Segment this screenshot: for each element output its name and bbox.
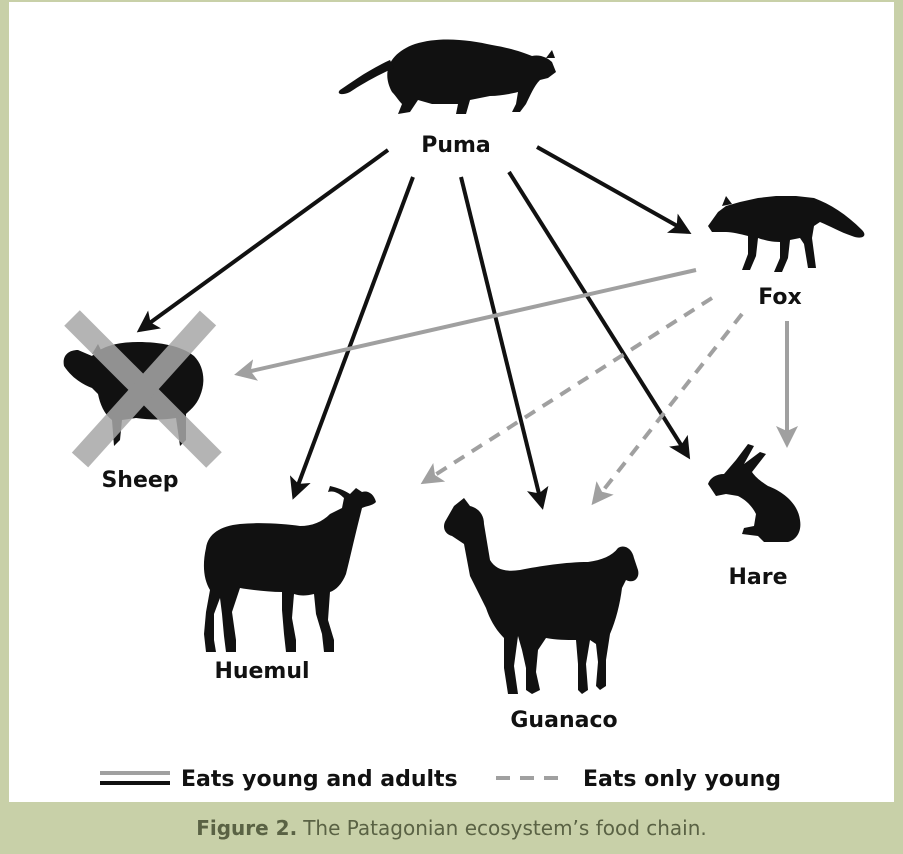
caption-figure-label: Figure 2. [196, 816, 297, 840]
guanaco-icon [444, 498, 638, 694]
legend-solid-label: Eats young and adults [181, 767, 458, 792]
label-huemul: Huemul [214, 659, 309, 684]
caption-text: The Patagonian ecosystem’s food chain. [303, 816, 707, 840]
label-fox: Fox [758, 285, 801, 310]
arrow-puma-to-guanaco [461, 177, 542, 506]
puma-arrows [140, 147, 688, 506]
label-sheep: Sheep [101, 468, 178, 493]
fox-icon [708, 196, 864, 272]
label-guanaco: Guanaco [510, 708, 617, 733]
legend: Eats young and adults Eats only young [100, 767, 781, 792]
arrow-fox-to-huemul [424, 298, 712, 482]
legend-dashed-label: Eats only young [583, 767, 781, 792]
figure-caption: Figure 2. The Patagonian ecosystem’s foo… [0, 802, 903, 854]
food-chain-diagram: Puma Fox Sheep Huemul Guanaco Hare Eats … [0, 0, 903, 802]
label-hare: Hare [728, 565, 787, 590]
arrow-puma-to-sheep [140, 150, 388, 330]
legend-solid-swatch [100, 773, 170, 783]
huemul-icon [204, 486, 376, 652]
puma-icon [339, 39, 556, 114]
arrow-puma-to-fox [537, 147, 688, 232]
label-puma: Puma [421, 133, 491, 158]
hare-icon [708, 444, 800, 542]
